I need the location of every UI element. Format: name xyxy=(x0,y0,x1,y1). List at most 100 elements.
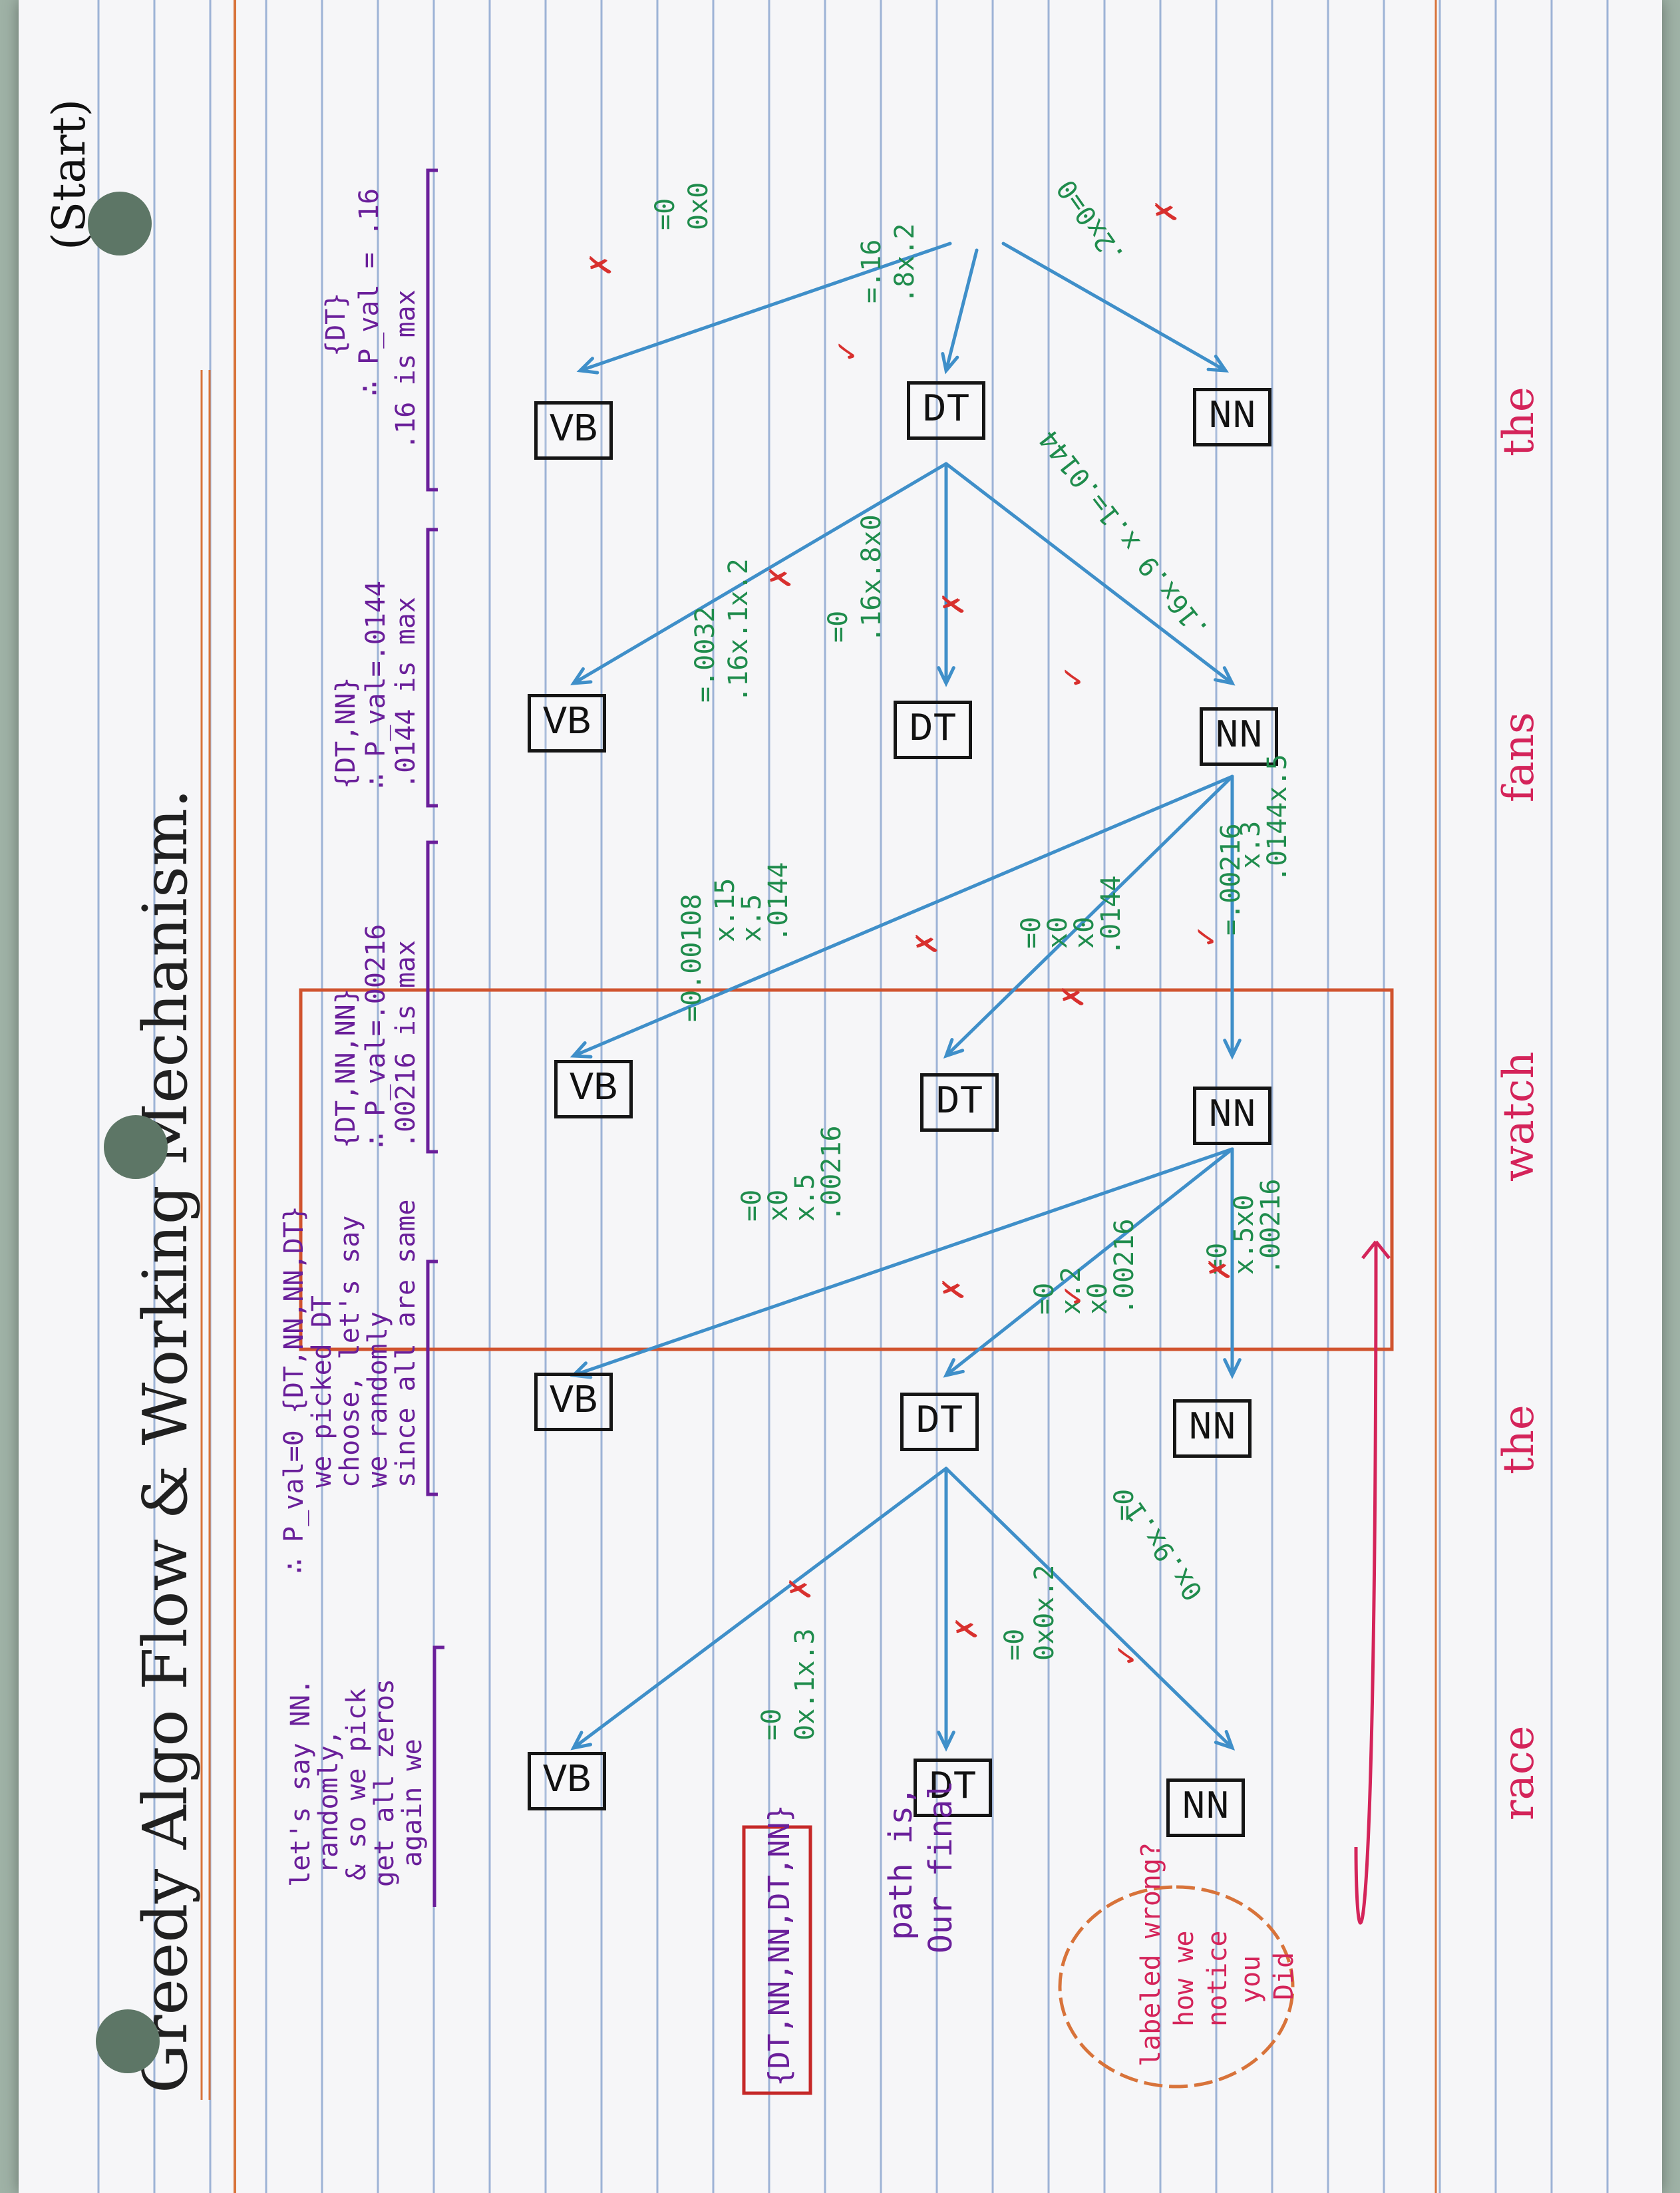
note-step0-line3: {DT} xyxy=(321,292,351,357)
tag-dt-step2: DT xyxy=(920,1073,999,1132)
transition-arrow xyxy=(1223,774,1242,1060)
calc-s4-vb-a: 0x.1x.3 xyxy=(790,1628,820,1741)
binder-hole-top xyxy=(88,192,152,255)
check-mark-s1: ✓ xyxy=(1057,665,1091,689)
final-path-box xyxy=(742,1825,812,2095)
calc-s0-dt-a: .8x.2 xyxy=(890,223,920,303)
note-step3-line4: we picked DT xyxy=(307,1295,337,1488)
binder-hole-bottom xyxy=(96,2009,160,2073)
ruled-lines xyxy=(97,0,1609,2193)
calc-s1-vb-a: .16x.1x.2 xyxy=(723,558,754,703)
check-mark-s2: ✓ xyxy=(1190,924,1224,949)
calc-s4-vb-b: =0 xyxy=(756,1708,787,1741)
transition-arrow xyxy=(570,1466,948,1751)
calc-s0-vb-a: 0x0 xyxy=(683,182,714,230)
calc-s3-vb-d: =0 xyxy=(737,1189,767,1222)
note-step1-line3: {DT,NN} xyxy=(331,677,361,789)
feedback-arrowhead xyxy=(1361,1240,1391,1260)
transition-arrow xyxy=(570,774,1234,1059)
x-mark-s2-dt: ✗ xyxy=(1057,984,1091,1009)
transition-arrow xyxy=(937,462,955,687)
check-mark-s0: ✓ xyxy=(830,339,864,363)
x-mark-s3-nn: ✗ xyxy=(1203,1257,1237,1281)
calc-s3-vb-b: x.5 xyxy=(790,1173,820,1222)
calc-s3-vb-c: x0 xyxy=(763,1189,794,1222)
x-mark-s4-vb: ✗ xyxy=(784,1576,818,1601)
calc-s3-dt-d: =0 xyxy=(1029,1282,1060,1315)
tag-vb-step2: VB xyxy=(554,1060,633,1118)
highlight-box xyxy=(299,988,1394,1351)
calc-s4-dt-b: =0 xyxy=(999,1628,1030,1661)
note-step3-line1: since all are same xyxy=(391,1199,421,1488)
cloud-line4: how we xyxy=(1169,1930,1200,2027)
tag-vb-step4: VB xyxy=(528,1752,606,1810)
x-mark-s0-nn: ✗ xyxy=(1150,199,1184,224)
calc-s2-dt-c: x0 xyxy=(1043,916,1073,949)
calc-s2-nn-c: =.00216 xyxy=(1216,823,1246,935)
tag-dt-step0: DT xyxy=(907,381,985,440)
transition-arrow xyxy=(1223,1147,1242,1379)
calc-s1-dt-a: .16x.8x0 xyxy=(856,514,887,643)
final-path-label-1: Our final xyxy=(922,1780,959,1953)
note-brackets xyxy=(426,168,444,1907)
note-cloud xyxy=(1058,1885,1295,2089)
notebook-paper: Greedy Algo Flow & Working Mechanism. (S… xyxy=(19,0,1662,2193)
calc-s1-dt-b: =0 xyxy=(823,610,854,643)
note-step4-line5: let's say NN. xyxy=(285,1678,316,1887)
transition-arrow xyxy=(570,1147,1234,1379)
calc-s3-vb-a: .00216 xyxy=(816,1125,847,1222)
note-step4-line2: get all zeros xyxy=(369,1678,400,1887)
transition-arrows xyxy=(570,242,1242,1752)
calc-s0-dt-b: =.16 xyxy=(856,239,887,303)
final-path-value: {DT,NN,NN,DT,NN} xyxy=(762,1804,796,2087)
x-mark-s4-dt: ✗ xyxy=(950,1616,984,1641)
transition-arrow xyxy=(943,1147,1234,1378)
final-path-label-2: path is, xyxy=(882,1786,920,1940)
tag-vb-step3: VB xyxy=(534,1373,613,1431)
tag-dt-step3: DT xyxy=(900,1393,979,1451)
tag-nn-step3: NN xyxy=(1173,1399,1252,1458)
feedback-arrow xyxy=(1354,1241,1378,1925)
x-mark-s2-vb: ✗ xyxy=(910,931,944,955)
transition-arrow xyxy=(941,248,979,375)
note-step4-line4: randomly, xyxy=(313,1729,344,1874)
calc-s2-dt-a: .0144 xyxy=(1096,875,1126,955)
cloud-line1: Did xyxy=(1269,1951,1299,2000)
calc-s2-vb-d: =0.00108 xyxy=(677,894,707,1022)
check-mark-s4: ✓ xyxy=(1110,1643,1144,1667)
calc-s2-nn-a: .0144x.5 xyxy=(1262,754,1293,882)
word-watch: watch xyxy=(1494,1051,1544,1182)
transition-arrow xyxy=(937,1466,955,1752)
page-title: Greedy Algo Flow & Working Mechanism. xyxy=(130,788,201,2093)
word-the-1: the xyxy=(1494,387,1544,456)
note-step1-line1: .0144 is max xyxy=(391,597,421,789)
transition-arrow xyxy=(1001,242,1229,373)
cloud-line3: notice xyxy=(1202,1930,1233,2027)
tag-nn-step0: NN xyxy=(1193,388,1271,446)
note-step4-line1: again we xyxy=(397,1739,428,1867)
note-step3-line2: we randomly xyxy=(363,1311,393,1488)
note-step2-line1: .00216 is max xyxy=(391,939,421,1148)
transition-arrow xyxy=(570,462,948,685)
tag-dt-step1: DT xyxy=(894,701,972,759)
note-step0-line1: .16 is max xyxy=(391,289,421,450)
transition-arrow xyxy=(943,774,1234,1059)
x-mark-s1-vb: ✗ xyxy=(764,565,798,590)
calc-s3-nn-a: .00216 xyxy=(1256,1178,1286,1275)
calc-s4-nn-b: =0 xyxy=(1109,1488,1140,1521)
calc-s2-vb-b: x.5 xyxy=(737,894,767,942)
tag-nn-step2: NN xyxy=(1193,1087,1271,1145)
word-the-2: the xyxy=(1494,1405,1544,1474)
check-mark-s3: ✓ xyxy=(1057,1283,1091,1308)
note-step2-line2: ∴ P_val=.00216 xyxy=(361,924,391,1148)
note-step3-line3: choose, let's say xyxy=(335,1215,365,1488)
calc-s2-dt-d: =0 xyxy=(1016,916,1047,949)
rotated-sheet: Greedy Algo Flow & Working Mechanism. (S… xyxy=(19,0,1662,2193)
note-step1-line2: ∴ P_val=.0144 xyxy=(361,580,391,789)
calc-s2-dt-b: x0 xyxy=(1069,916,1100,949)
calc-s2-vb-a: .0144 xyxy=(763,862,794,942)
transition-arrow xyxy=(944,1466,1236,1751)
note-step2-line3: {DT,NN,NN} xyxy=(331,988,361,1148)
transition-arrow xyxy=(576,242,952,375)
x-mark-s0-vb: ✗ xyxy=(584,252,618,277)
